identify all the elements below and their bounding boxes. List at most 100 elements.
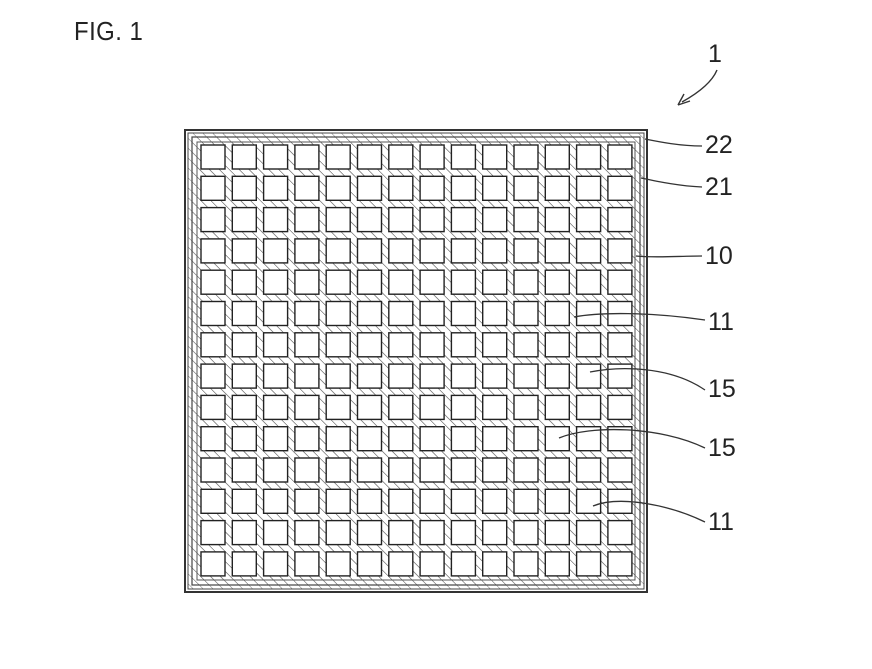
honeycomb-cell (607, 457, 633, 483)
honeycomb-cell (450, 551, 477, 577)
honeycomb-cell (262, 238, 289, 264)
honeycomb-cell (482, 457, 508, 483)
honeycomb-cell (325, 175, 351, 202)
honeycomb-cell (419, 394, 445, 421)
honeycomb-cell (325, 426, 351, 452)
leader-cell-lower (592, 500, 706, 523)
honeycomb-cell (294, 519, 320, 546)
honeycomb-cell (294, 488, 320, 514)
honeycomb-cell (262, 332, 289, 358)
honeycomb-cell (513, 363, 539, 389)
honeycomb-cell (450, 175, 477, 202)
honeycomb-cell (356, 551, 383, 577)
honeycomb-cell (482, 394, 508, 421)
honeycomb-cell (325, 519, 351, 546)
honeycomb-cell (575, 457, 602, 483)
honeycomb-cell (575, 332, 602, 358)
honeycomb-cell (294, 363, 320, 389)
honeycomb-cell (356, 394, 383, 421)
honeycomb-cell (356, 363, 383, 389)
honeycomb-cell (607, 269, 633, 295)
honeycomb-cell (200, 332, 226, 358)
honeycomb-cell (419, 175, 445, 202)
honeycomb-cell (356, 238, 383, 264)
honeycomb-cell (544, 519, 570, 546)
honeycomb-cell (325, 332, 351, 358)
honeycomb-cell (513, 426, 539, 452)
honeycomb-cell (262, 519, 289, 546)
honeycomb-cell (200, 519, 226, 546)
honeycomb-cell (544, 394, 570, 421)
honeycomb-cell (231, 269, 258, 295)
honeycomb-cell (262, 457, 289, 483)
honeycomb-cell (388, 144, 414, 170)
honeycomb-cell (388, 457, 414, 483)
honeycomb-cell (200, 144, 226, 170)
ref-label-inner-skin: 21 (705, 173, 733, 201)
honeycomb-cell (544, 144, 570, 170)
honeycomb-cell (388, 332, 414, 358)
honeycomb-cell (356, 175, 383, 202)
leader-inner-skin (640, 177, 703, 188)
honeycomb-cell (513, 269, 539, 295)
honeycomb-cell (262, 269, 289, 295)
reference-leaders (558, 138, 706, 523)
honeycomb-cell (482, 175, 508, 202)
honeycomb-cell (231, 488, 258, 514)
honeycomb-cell (200, 175, 226, 202)
leader-plug-upper (589, 368, 706, 391)
honeycomb-cell (231, 426, 258, 452)
honeycomb-cell (482, 144, 508, 170)
honeycomb-cell (482, 426, 508, 452)
honeycomb-cell (388, 394, 414, 421)
honeycomb-cell (294, 332, 320, 358)
ref-label-cell-upper: 11 (708, 308, 734, 336)
honeycomb-cell (325, 457, 351, 483)
honeycomb-cell (544, 363, 570, 389)
honeycomb-cell (419, 363, 445, 389)
honeycomb-cell (200, 363, 226, 389)
honeycomb-cell (200, 551, 226, 577)
leader-plug-lower (558, 428, 706, 449)
honeycomb-cell (388, 300, 414, 327)
honeycomb-cell (356, 426, 383, 452)
honeycomb-cell (575, 238, 602, 264)
honeycomb-cell (482, 300, 508, 327)
honeycomb-cell (294, 394, 320, 421)
honeycomb-cell (544, 457, 570, 483)
honeycomb-cell (607, 394, 633, 421)
honeycomb-cell (231, 519, 258, 546)
honeycomb-cell (607, 332, 633, 358)
cell-grid (200, 144, 633, 577)
honeycomb-cell (294, 551, 320, 577)
honeycomb-cell (231, 332, 258, 358)
honeycomb-cell (388, 206, 414, 233)
honeycomb-cell (419, 238, 445, 264)
honeycomb-cell (513, 551, 539, 577)
honeycomb-cell (544, 175, 570, 202)
leader-cell-upper (573, 312, 706, 321)
honeycomb-cell (575, 300, 602, 327)
honeycomb-cell (482, 519, 508, 546)
honeycomb-cell (294, 457, 320, 483)
honeycomb-cell (575, 206, 602, 233)
honeycomb-cell (356, 300, 383, 327)
honeycomb-cell (325, 238, 351, 264)
honeycomb-cell (513, 144, 539, 170)
honeycomb-cell (450, 363, 477, 389)
leader-outer-skin (644, 138, 703, 147)
honeycomb-cell (262, 488, 289, 514)
honeycomb-cell (607, 519, 633, 546)
honeycomb-cell (388, 238, 414, 264)
honeycomb-cell (575, 175, 602, 202)
ref-label-plug-upper: 15 (708, 375, 736, 403)
honeycomb-cell (294, 238, 320, 264)
honeycomb-cell (388, 175, 414, 202)
honeycomb-cell (262, 363, 289, 389)
honeycomb-cell (231, 144, 258, 170)
honeycomb-cell (482, 551, 508, 577)
honeycomb-cell (294, 206, 320, 233)
honeycomb-cell (482, 363, 508, 389)
honeycomb-cell (450, 206, 477, 233)
honeycomb-cell (231, 238, 258, 264)
